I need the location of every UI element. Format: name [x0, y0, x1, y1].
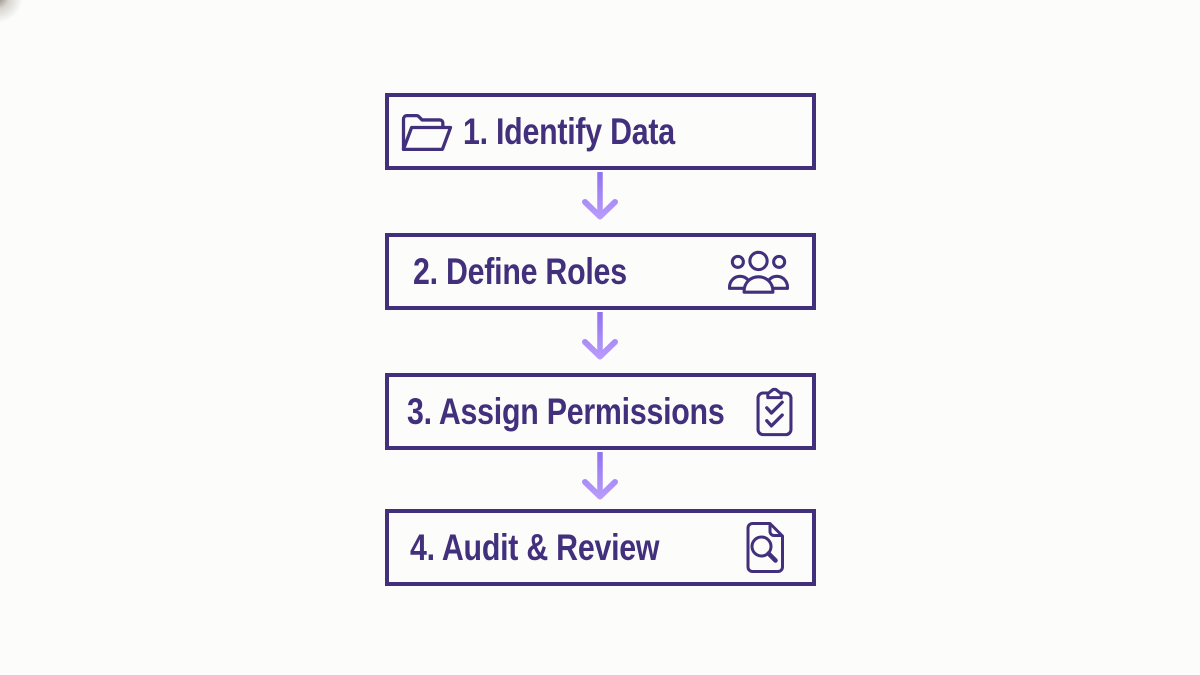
step-box-identify-data: 1. Identify Data [385, 93, 816, 170]
document-search-icon [744, 520, 786, 576]
step-box-audit-review: 4. Audit & Review [385, 509, 816, 586]
step-box-assign-permissions: 3. Assign Permissions [385, 373, 816, 450]
step-label: 2. Define Roles [413, 250, 627, 292]
arrow-down-icon [578, 172, 622, 222]
folder-open-icon [398, 108, 456, 155]
arrow-down-icon [578, 452, 622, 502]
step-label: 3. Assign Permissions [407, 390, 725, 432]
corner-artifact [0, 0, 42, 42]
step-label: 4. Audit & Review [410, 526, 660, 568]
users-group-icon [727, 248, 790, 296]
step-label: 1. Identify Data [463, 110, 675, 152]
step-box-define-roles: 2. Define Roles [385, 233, 816, 310]
clipboard-check-icon [756, 387, 793, 437]
arrow-down-icon [578, 312, 622, 362]
